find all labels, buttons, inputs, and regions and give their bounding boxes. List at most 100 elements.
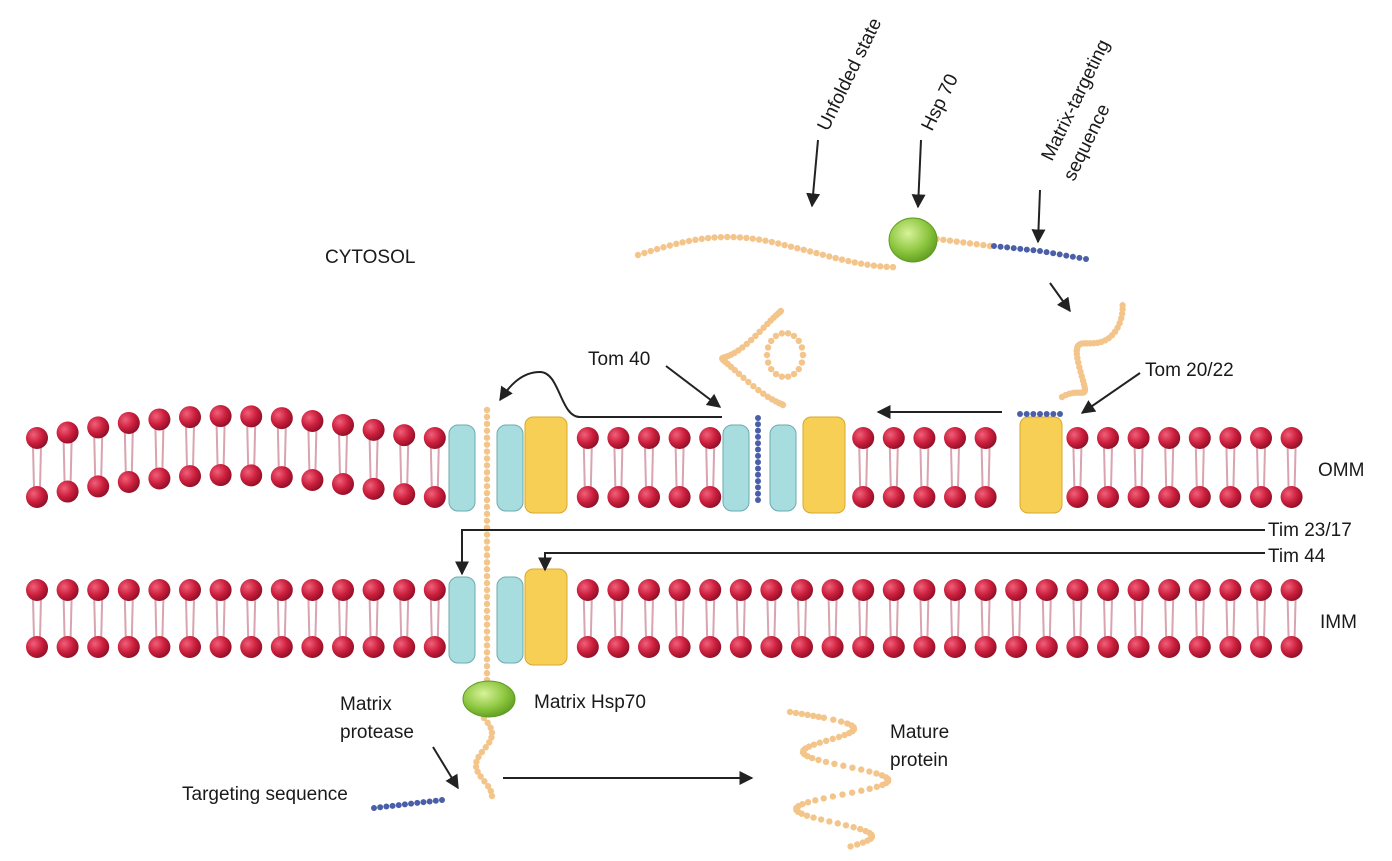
omm-lipid-tail <box>1232 445 1236 490</box>
mature-protein-bead <box>859 839 867 846</box>
unfolded-polypeptide-bead <box>634 251 642 259</box>
translocating-polypeptide-bead <box>483 552 491 559</box>
imm-lipid-tail <box>154 597 158 640</box>
omm-lipid-head <box>913 427 936 449</box>
omm-lipid-tail <box>283 426 287 470</box>
omm-lipid-head <box>26 427 48 449</box>
imm-lipid-head <box>240 636 263 658</box>
translocating-polypeptide-bead <box>483 455 491 462</box>
targeting-sequence-bead <box>755 440 761 447</box>
mature-protein-label-line1: Mature <box>890 722 949 743</box>
omm-lipid-tail <box>1072 445 1076 490</box>
mature-protein-bead <box>810 814 817 821</box>
mature-protein-bead <box>835 733 843 741</box>
imm-lipid-head <box>607 636 630 658</box>
unfolded-polypeptide-bead <box>889 263 897 271</box>
omm-lipid-tail <box>32 445 35 490</box>
translocating-polypeptide-bead <box>488 792 496 800</box>
polypeptide-loop-bead <box>739 344 746 351</box>
imm-lipid-head <box>699 579 722 601</box>
targeting-sequence-bead <box>755 478 761 485</box>
mature-protein-bead <box>841 731 848 739</box>
translocating-polypeptide-bead <box>483 462 491 469</box>
unfolded-polypeptide-bead <box>940 236 947 243</box>
targeting-sequence-bead <box>1023 411 1030 417</box>
omm-lipid-tail <box>712 445 716 490</box>
polypeptide-loop-bead <box>1119 302 1126 309</box>
imm-lipid-tail <box>283 597 287 640</box>
imm-lipid-tail <box>582 597 586 640</box>
imm-lipid-tail <box>620 597 624 640</box>
imm-lipid-tail <box>888 597 892 640</box>
imm-lipid-head <box>729 636 752 658</box>
omm-lipid-head <box>607 427 630 449</box>
omm-lipid-head <box>638 486 660 508</box>
omm-lipid-head <box>944 486 966 508</box>
omm-lipid-head <box>1250 486 1272 508</box>
translocating-polypeptide-bead <box>483 434 491 441</box>
imm-lipid-tail <box>399 597 403 640</box>
unfolded-polypeptide-bead <box>819 251 827 258</box>
mature-protein-label-line2: protein <box>890 750 948 771</box>
unfolded-polypeptide-bead <box>717 233 725 241</box>
imm-lipid-tail <box>222 597 226 640</box>
omm-lipid-head <box>974 486 997 508</box>
imm-lipid-head <box>423 636 446 658</box>
targeting-sequence-bead <box>991 243 997 249</box>
omm-lipid-tail <box>957 445 960 490</box>
translocating-polypeptide-bead <box>483 600 491 608</box>
polypeptide-loop-bead <box>790 332 798 340</box>
imm-lipid-head <box>821 579 844 601</box>
imm-lipid-head <box>913 579 936 601</box>
polypeptide-loop-bead <box>756 328 763 336</box>
imm-lipid-tail <box>674 597 678 640</box>
translocating-polypeptide-bead <box>483 496 491 504</box>
tim23-17-complex <box>448 568 568 666</box>
mature-protein-bead <box>866 785 873 792</box>
imm-lipid-head <box>148 636 171 658</box>
polypeptide-loop-bead <box>745 378 752 386</box>
omm-lipid-tail <box>39 445 42 490</box>
unfolded-polypeptide-bead <box>953 238 960 245</box>
omm-lipid-tail <box>651 445 654 490</box>
omm-lipid-tail <box>215 424 219 468</box>
translocating-polypeptide-bead <box>477 773 484 780</box>
imm-lipid-tail <box>93 597 97 640</box>
cleaved-targeting-sequence-bead <box>426 798 433 805</box>
imm-lipid-tail <box>62 597 66 640</box>
targeting-sequence-bead <box>1030 411 1037 417</box>
imm-lipid-tail <box>1201 597 1205 640</box>
unfolded-polypeptide-bead <box>787 243 795 250</box>
targeting-sequence-bead <box>1023 246 1030 253</box>
tim44-label: Tim 44 <box>1268 546 1326 567</box>
arrows <box>432 139 1265 790</box>
imm-lipid-tail <box>215 597 219 640</box>
imm-lipid-tail <box>368 597 372 640</box>
omm-lipid-head <box>56 421 79 444</box>
mature-protein-bead <box>850 824 857 831</box>
imm-lipid-tail <box>1286 597 1290 640</box>
polypeptide-loop-bead <box>743 340 750 348</box>
targeting-sequence-bead <box>1010 245 1017 252</box>
omm-lipid-tail <box>130 430 134 474</box>
targeting-sequence-bead <box>1043 249 1050 256</box>
targeting-sequence-bead <box>1056 251 1063 258</box>
cleaved-targeting-sequence-bead <box>408 800 415 807</box>
imm-lipid-head <box>393 636 416 658</box>
unfolded-polypeptide-bead <box>781 241 788 249</box>
omm-lipid-head <box>301 469 324 492</box>
translocating-polypeptide-bead <box>487 724 494 731</box>
mature-protein-bead <box>866 768 873 775</box>
cleaved-targeting-sequence-bead <box>371 805 377 811</box>
targeting-sequence-bead <box>755 490 761 497</box>
cleaved-targeting-sequence-bead <box>377 804 384 811</box>
unfolded-polypeptide-bead <box>685 237 693 245</box>
omm-lipid-tail <box>1103 445 1106 490</box>
unfolded-polypeptide-bead <box>946 237 954 244</box>
omm-lipid-tail <box>154 427 158 471</box>
translocating-polypeptide-bead <box>488 729 496 736</box>
imm-lipid-tail <box>100 597 104 640</box>
omm-lipid-head <box>270 466 293 489</box>
omm-lipid-tail <box>1293 445 1297 490</box>
unfolded-polypeptide-bead <box>673 240 680 248</box>
